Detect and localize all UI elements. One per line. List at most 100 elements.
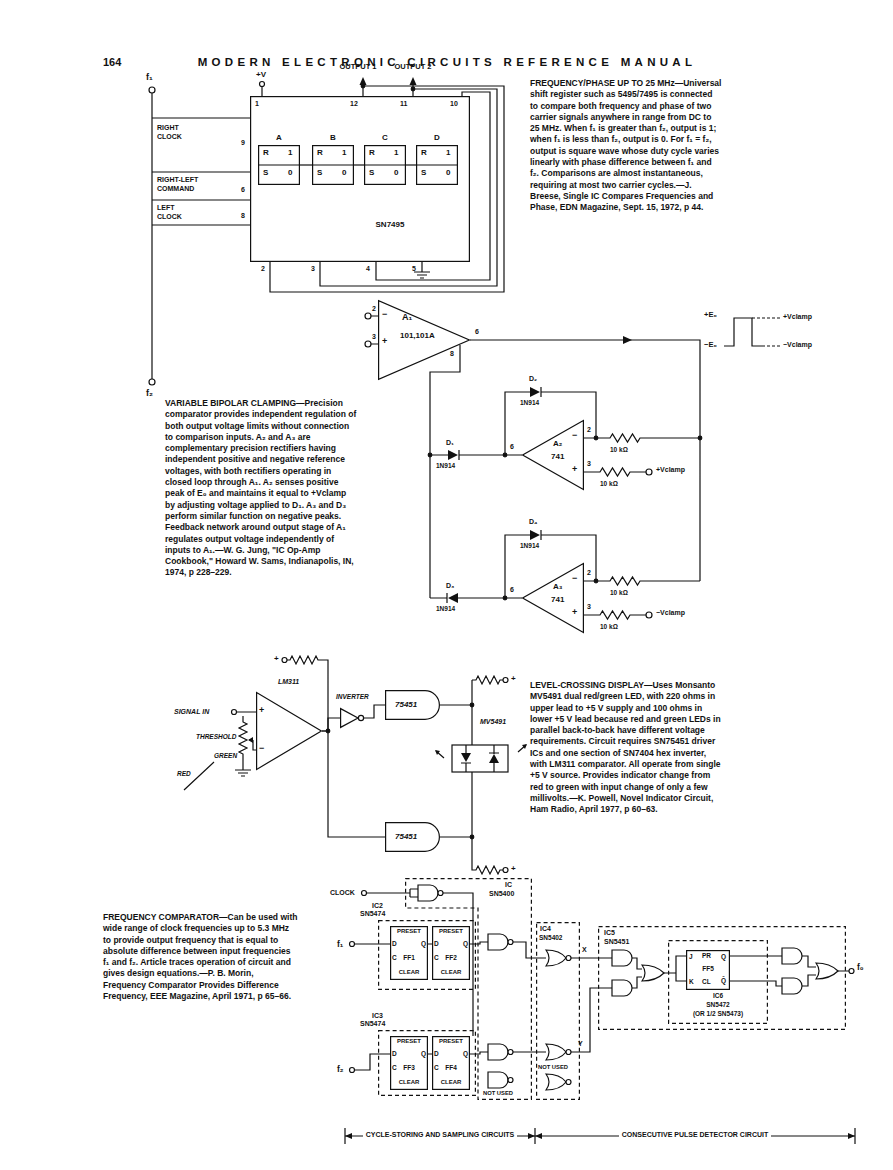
label-text: THRESHOLD — [196, 733, 236, 740]
nand-gate — [488, 1072, 513, 1088]
label-text: 1 — [255, 100, 259, 108]
part-label: 0 — [394, 168, 398, 177]
label-text: Y — [578, 1040, 583, 1048]
part-label: S — [369, 168, 374, 177]
label-text: 10 — [450, 100, 458, 108]
part-label: A — [276, 133, 282, 142]
part-label: IC3 — [372, 1012, 383, 1020]
part-label: Q — [721, 953, 726, 960]
outline-shape — [386, 823, 440, 852]
label-text: D₁ — [446, 439, 454, 447]
part-label: C — [434, 954, 439, 961]
logic-box: JPRQFF5KCLQ̄ — [686, 950, 730, 990]
wire-connector — [354, 164, 364, 165]
flip-flop-box: AR1S0 — [258, 145, 300, 185]
label-text: GREEN — [214, 752, 237, 759]
node-outline — [256, 692, 322, 770]
outline-shape — [669, 941, 768, 1024]
part-label: SN5474 — [360, 1020, 385, 1028]
part-label: − — [382, 309, 387, 319]
outline-shape — [257, 693, 322, 770]
chip-outline: SN7495AR1S0BR1S0CR1S0DR1S0 — [250, 96, 470, 262]
part-label: + — [259, 705, 264, 715]
page-title: MODERN ELECTRONIC CIRCUITS REFERENCE MAN… — [198, 56, 697, 69]
terminal — [282, 658, 287, 663]
part-label: 741 — [551, 452, 564, 461]
part-label: FF4 — [445, 1064, 457, 1071]
label-text: NOT USED — [538, 1064, 568, 1071]
junction-dot — [503, 453, 507, 457]
part-label: R — [421, 148, 427, 157]
junction-dot — [361, 84, 365, 88]
outline-shape — [258, 164, 300, 165]
part-label: FF3 — [403, 1064, 415, 1071]
part-label: Q — [463, 940, 468, 947]
part-label: SN5474 — [360, 910, 385, 918]
nand-gate — [418, 885, 443, 901]
outline-shape — [599, 927, 846, 1030]
part-label: 1 — [394, 148, 398, 157]
label-text: 10 kΩ — [600, 480, 618, 487]
terminal — [149, 379, 155, 385]
part-label: CLEAR — [399, 1079, 420, 1086]
part-label: D — [392, 940, 397, 947]
label-text: MV5491 — [480, 718, 506, 726]
label-text: 11 — [400, 100, 407, 108]
logic-box: PRESETDQCFF2CLEAR — [432, 926, 470, 980]
label-text: −Vclamp — [783, 341, 812, 349]
label-text: 4 — [366, 265, 370, 273]
part-label: A₃ — [553, 582, 562, 591]
part-label: 1 — [342, 148, 346, 157]
label-text: 164 — [103, 56, 121, 69]
outline-shape — [358, 715, 363, 720]
terminal — [350, 1068, 355, 1073]
label-text: 12 — [350, 100, 358, 108]
part-label: SN5400 — [489, 890, 514, 898]
nor-gate — [546, 1044, 571, 1060]
outline-shape — [379, 301, 470, 380]
arrow-head — [360, 77, 417, 85]
terminal — [646, 469, 652, 475]
description-text: RIGHT CLOCK — [157, 124, 197, 141]
outline-shape — [341, 709, 358, 728]
part-label: IC — [505, 881, 512, 889]
outline-shape — [259, 146, 300, 185]
and-gate — [782, 978, 802, 994]
amplifier-symbol: −A₂741+ — [522, 420, 584, 490]
flip-flop-box: BR1S0 — [312, 145, 354, 185]
label-text: +Vclamp — [783, 313, 812, 321]
node-outline — [340, 708, 364, 728]
nand-gate — [488, 1044, 513, 1060]
terminal — [260, 82, 265, 87]
part-label: IC6 — [713, 992, 723, 999]
part-label: 741 — [551, 595, 564, 604]
label-text: 1N914 — [436, 462, 455, 469]
label-text: OUTPUT 1 — [339, 63, 376, 72]
logic-box: PRESETDQCFF4CLEAR — [432, 1036, 470, 1090]
part-label: IC5 — [604, 929, 615, 937]
part-label: + — [572, 607, 577, 617]
outline-shape — [251, 97, 470, 262]
ic-package: IC2SN5474PRESETDQCFF1CLEARPRESETDQCFF2CL… — [378, 920, 476, 990]
label-text: RED — [177, 770, 191, 777]
part-label: S — [421, 168, 426, 177]
wire-connector — [322, 731, 385, 837]
gate-symbol: 75451 — [385, 822, 440, 852]
label-text: CLOCK — [330, 889, 355, 897]
part-label: R — [317, 148, 323, 157]
outline-shape — [313, 146, 354, 185]
part-label: PRESET — [439, 928, 463, 935]
part-label: Q — [421, 940, 426, 947]
part-label: CLEAR — [441, 1079, 462, 1086]
part-label: PR — [702, 952, 711, 959]
flip-flop-box: CR1S0 — [364, 145, 406, 185]
label-text: CYCLE-STORING AND SAMPLING CIRCUITS — [363, 1131, 518, 1139]
part-label: A₂ — [553, 439, 562, 448]
part-label: S — [263, 168, 268, 177]
part-label: INVERTER — [336, 693, 369, 700]
label-text: 3 — [587, 460, 591, 468]
junction-dot — [503, 596, 507, 600]
flip-flop-box: DR1S0 — [416, 145, 458, 185]
junction-dot — [470, 835, 474, 839]
description-text: RIGHT-LEFT COMMAND — [157, 176, 219, 193]
